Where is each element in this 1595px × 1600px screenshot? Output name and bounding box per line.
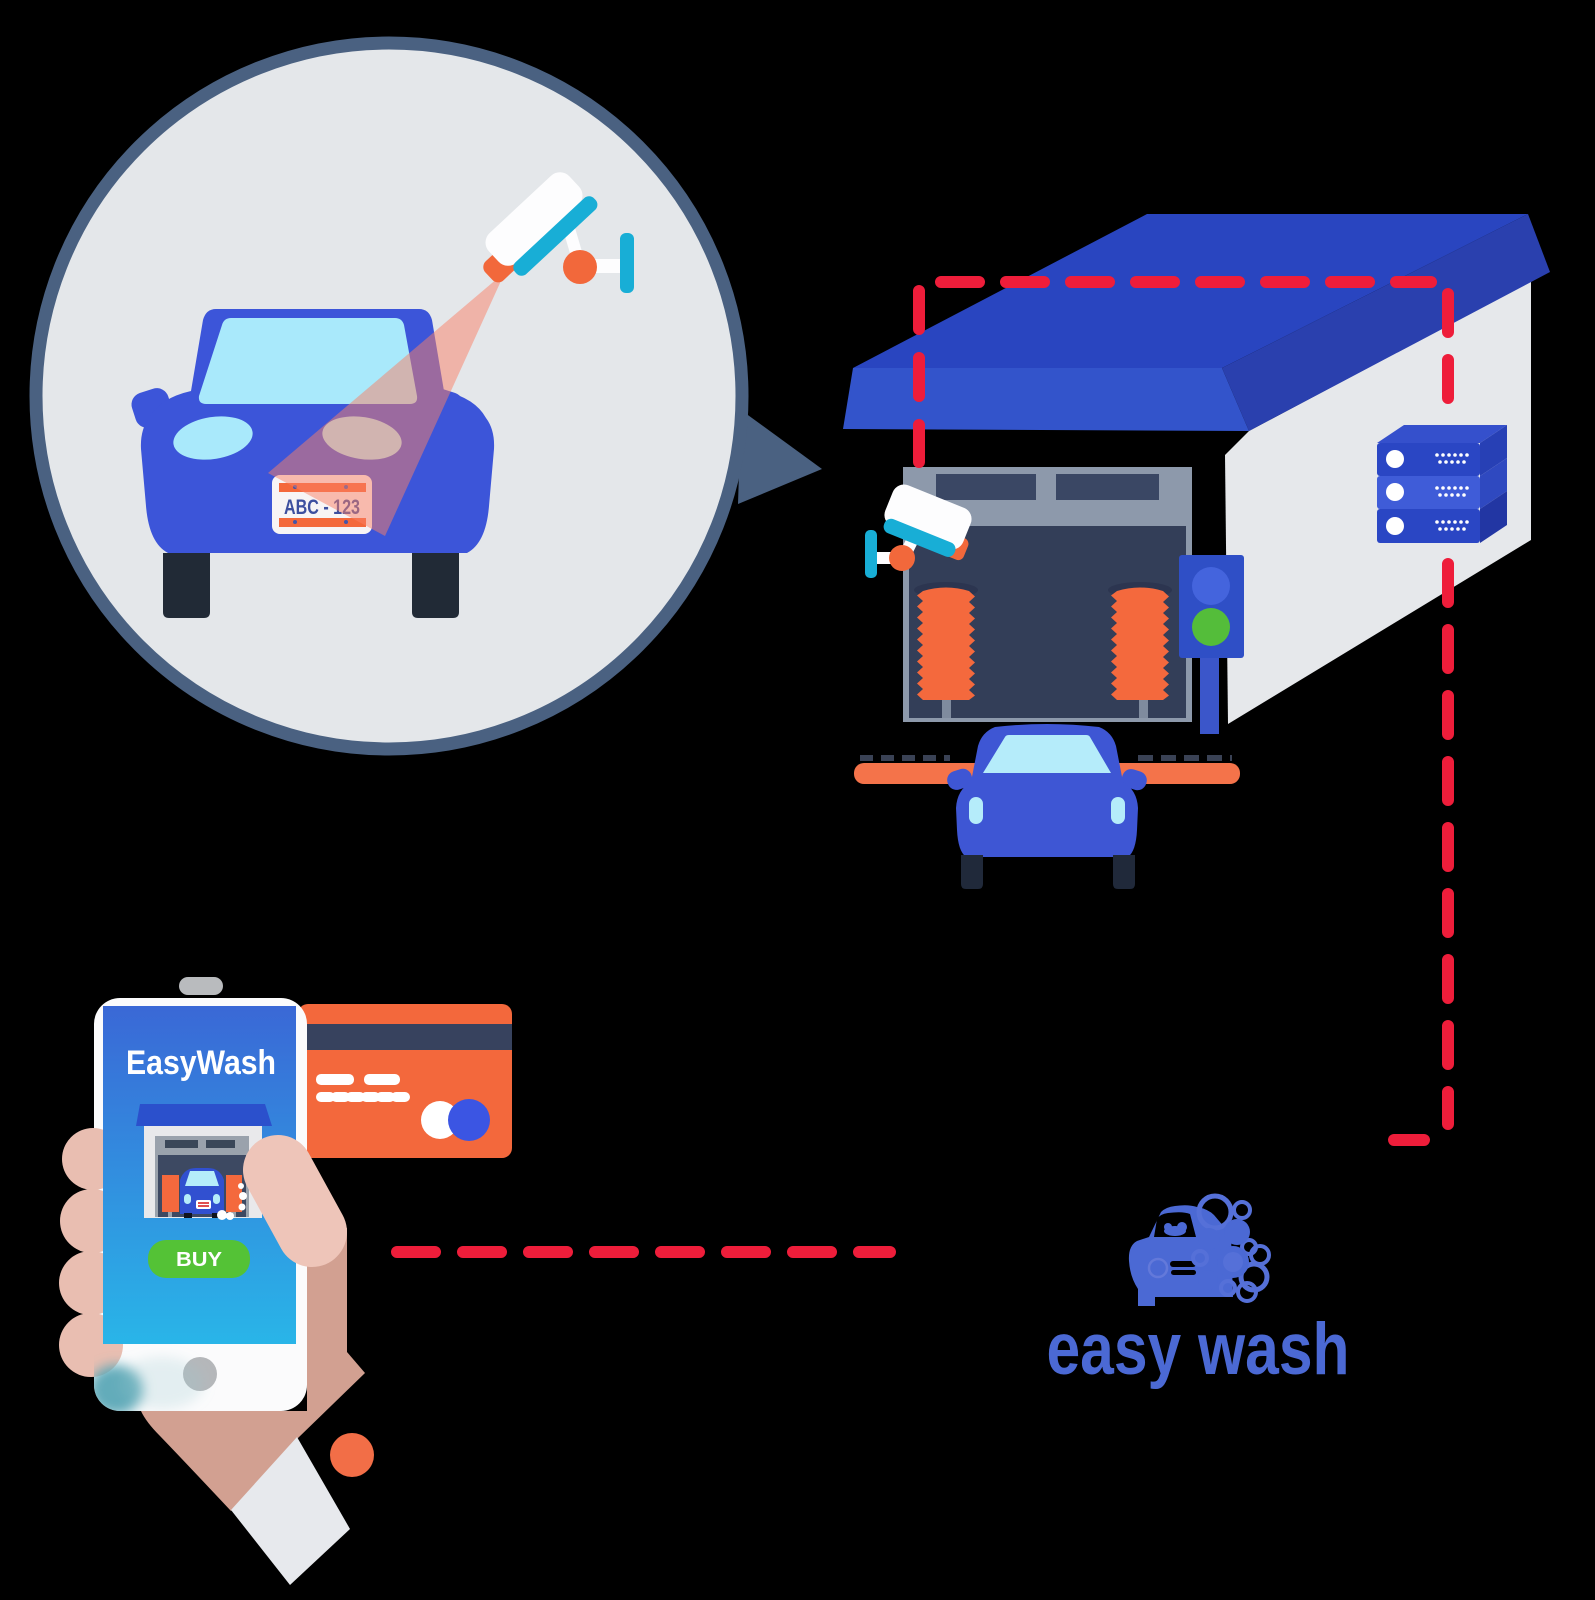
svg-text:easy wash: easy wash xyxy=(1047,1309,1350,1390)
svg-text:EasyWash: EasyWash xyxy=(126,1044,276,1082)
svg-text:BUY: BUY xyxy=(176,1249,223,1271)
